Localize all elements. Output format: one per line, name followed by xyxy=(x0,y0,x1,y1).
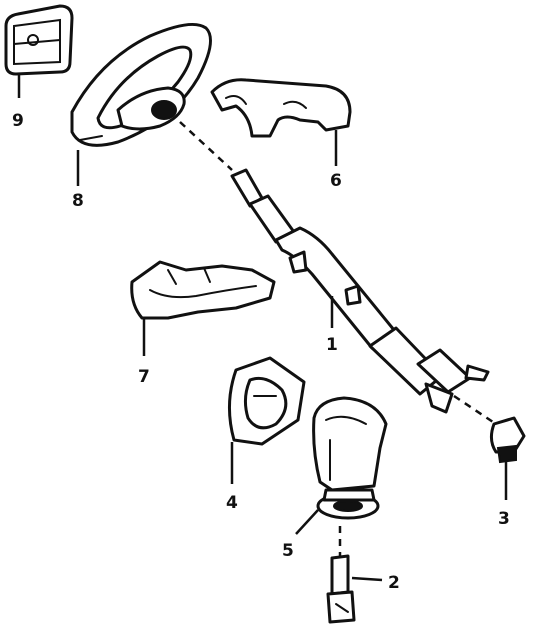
callout-8: 8 xyxy=(72,191,84,211)
part-7-lower-shroud xyxy=(130,260,276,356)
callout-6: 6 xyxy=(330,171,342,191)
part-9-horn-pad xyxy=(4,4,74,98)
callout-1: 1 xyxy=(326,335,338,355)
part-3-lock-cylinder xyxy=(453,394,526,500)
callout-9: 9 xyxy=(12,111,24,131)
callout-3: 3 xyxy=(498,509,510,529)
part-5-intermediate-boot xyxy=(295,396,388,535)
callout-7: 7 xyxy=(138,367,150,387)
callout-2: 2 xyxy=(388,573,400,593)
part-1-steering-column xyxy=(230,168,490,414)
assembly-line-wheel xyxy=(179,121,233,171)
part-6-upper-shroud xyxy=(210,78,352,166)
part-4-boot-seal xyxy=(227,356,306,484)
callout-5: 5 xyxy=(282,541,294,561)
callout-4: 4 xyxy=(226,493,238,513)
part-8-steering-wheel xyxy=(70,22,212,186)
part-2-intermediate-shaft xyxy=(326,526,383,624)
